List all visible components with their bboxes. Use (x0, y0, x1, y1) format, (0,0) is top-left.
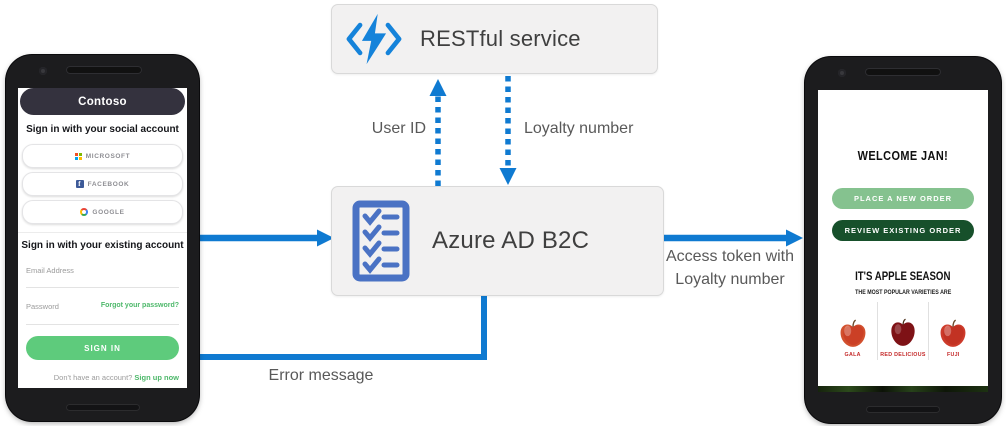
social-signin-heading: Sign in with your social account (26, 124, 179, 135)
email-field-label: Email Address (26, 266, 74, 275)
apple-name-gala: GALA (844, 352, 861, 358)
signin-phone: Contoso Sign in with your social account… (6, 55, 199, 421)
place-order-button[interactable]: PLACE A NEW ORDER (832, 188, 974, 209)
signup-prompt: Don't have an account? (53, 373, 135, 382)
apple-season-subheading: THE MOST POPULAR VARIETIES ARE (854, 289, 952, 296)
microsoft-signin-button[interactable]: MICROSOFT (22, 144, 183, 168)
existing-account-heading: Sign in with your existing account (21, 240, 184, 251)
apple-name-red-delicious: RED DELICIOUS (880, 352, 926, 358)
label-error-message: Error message (268, 367, 374, 384)
review-order-button[interactable]: REVIEW EXISTING ORDER (832, 220, 974, 241)
arrow-loyalty-down (499, 76, 517, 185)
facebook-icon (75, 180, 84, 188)
phone-speaker (66, 66, 142, 74)
signup-row: Don't have an account? Sign up now (54, 373, 179, 382)
arrow-user-id-up (429, 79, 447, 186)
welcome-screen: WELCOME JAN! PLACE A NEW ORDER REVIEW EX… (818, 90, 988, 392)
welcome-phone: WELCOME JAN! PLACE A NEW ORDER REVIEW EX… (805, 57, 1001, 423)
label-access-token: Access token with Loyalty number (648, 245, 812, 291)
google-icon (80, 208, 89, 216)
facebook-button-label: FACEBOOK (87, 180, 130, 188)
arrow-signin-to-b2c (199, 229, 334, 247)
forgot-password-link[interactable]: Forgot your password? (100, 302, 179, 309)
google-signin-button[interactable]: GOOGLE (22, 200, 183, 224)
phone-speaker (865, 68, 941, 76)
grass-photo-strip (818, 386, 988, 392)
section-divider (18, 232, 187, 233)
arrow-error-message (198, 294, 487, 360)
sign-in-button[interactable]: SIGN IN (26, 336, 179, 360)
phone-camera (39, 67, 47, 75)
apple-name-fuji: FUJI (946, 352, 960, 358)
red-delicious-apple-image (891, 318, 915, 346)
signin-screen: Contoso Sign in with your social account… (18, 88, 187, 388)
label-loyalty-number: Loyalty number (524, 120, 634, 137)
password-input[interactable] (26, 324, 179, 325)
password-field-label: Password (26, 302, 59, 311)
checklist-clipboard-icon (352, 200, 410, 282)
label-user-id: User ID (371, 120, 426, 137)
google-button-label: GOOGLE (92, 208, 125, 216)
email-input[interactable] (26, 287, 179, 288)
welcome-heading: WELCOME JAN! (857, 148, 949, 163)
label-access-token-line2: Loyalty number (675, 271, 785, 288)
api-function-icon (346, 13, 402, 65)
contoso-app-bar: Contoso (20, 88, 185, 115)
microsoft-icon (74, 152, 82, 160)
gala-apple-image (840, 319, 866, 347)
facebook-signin-button[interactable]: FACEBOOK (22, 172, 183, 196)
fuji-apple-image (940, 319, 966, 347)
apple-varieties-row: GALA RED DELICIOUS (828, 302, 978, 360)
apple-season-heading: IT'S APPLE SEASON (855, 271, 951, 283)
phone-bottom-speaker (65, 404, 140, 411)
arrow-access-token (643, 229, 803, 247)
phone-camera (838, 69, 846, 77)
signup-link[interactable]: Sign up now (134, 373, 179, 382)
apple-column-fuji: FUJI (927, 302, 978, 360)
azure-ad-b2c-title: Azure AD B2C (432, 227, 590, 254)
restful-service-title: RESTful service (420, 26, 581, 51)
phone-bottom-speaker (866, 406, 940, 413)
apple-column-red-delicious: RED DELICIOUS (877, 302, 927, 360)
restful-service-node: RESTful service (331, 4, 658, 74)
label-access-token-line1: Access token with (665, 248, 795, 265)
microsoft-button-label: MICROSOFT (85, 152, 131, 160)
apple-column-gala: GALA (828, 302, 877, 360)
azure-ad-b2c-node: Azure AD B2C (331, 186, 664, 296)
